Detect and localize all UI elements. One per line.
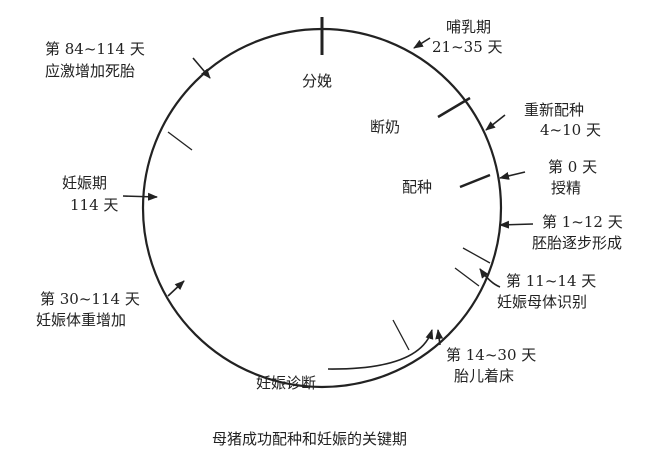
recognition-arrow-icon [479,268,501,288]
svg-text:应激增加死胎: 应激增加死胎 [45,62,135,80]
svg-text:114 天: 114 天 [70,196,118,214]
lactation-label: 哺乳期 [446,18,491,36]
stillbirth-label: 第 84~114 天 [45,40,145,58]
svg-text:4~10 天: 4~10 天 [540,121,601,139]
embryo-arrow-icon [499,220,534,229]
embryo-label: 第 1~12 天 [542,213,623,231]
gestation-tick [167,131,193,151]
day0-label: 第 0 天 [548,158,597,176]
farrowing-label: 分娩 [302,72,332,90]
rebreeding-arrow-icon [485,114,506,131]
implantation-arrow2-icon [435,329,444,346]
svg-text:胚胎逐步形成: 胚胎逐步形成 [532,234,622,252]
svg-text:妊娠体重增加: 妊娠体重增加 [36,311,126,329]
breeding-tick [459,173,491,189]
weight-gain-arrow-icon [167,280,185,297]
implantation-label: 第 14~30 天 [446,346,536,364]
svg-text:妊娠母体识别: 妊娠母体识别 [497,293,587,311]
weaning-tick [437,96,471,119]
stillbirth-arrow-icon [192,57,211,79]
weight-gain-label: 第 30~114 天 [40,290,140,308]
recognition-label: 第 11~14 天 [506,272,596,290]
gestation-label: 妊娠期 [62,174,107,192]
gestation-arrow-icon [122,192,158,201]
implantation-arrow-icon [327,329,434,370]
diagram-title: 母猪成功配种和妊娠的关键期 [212,430,407,448]
svg-text:胎儿着床: 胎儿着床 [454,367,514,385]
svg-text:21~35 天: 21~35 天 [432,38,503,56]
diagnosis-tick [392,319,410,351]
weaning-label: 断奶 [370,118,400,136]
breeding-label: 配种 [402,178,432,196]
rebreeding-label: 重新配种 [524,101,584,119]
lactation-arrow-icon [413,37,431,49]
diagnosis-label: 妊娠诊断 [256,374,316,392]
day0-arrow-icon [499,171,526,180]
svg-text:授精: 授精 [551,179,581,197]
recognition-tick [454,267,480,287]
embryo-tick [462,247,491,264]
